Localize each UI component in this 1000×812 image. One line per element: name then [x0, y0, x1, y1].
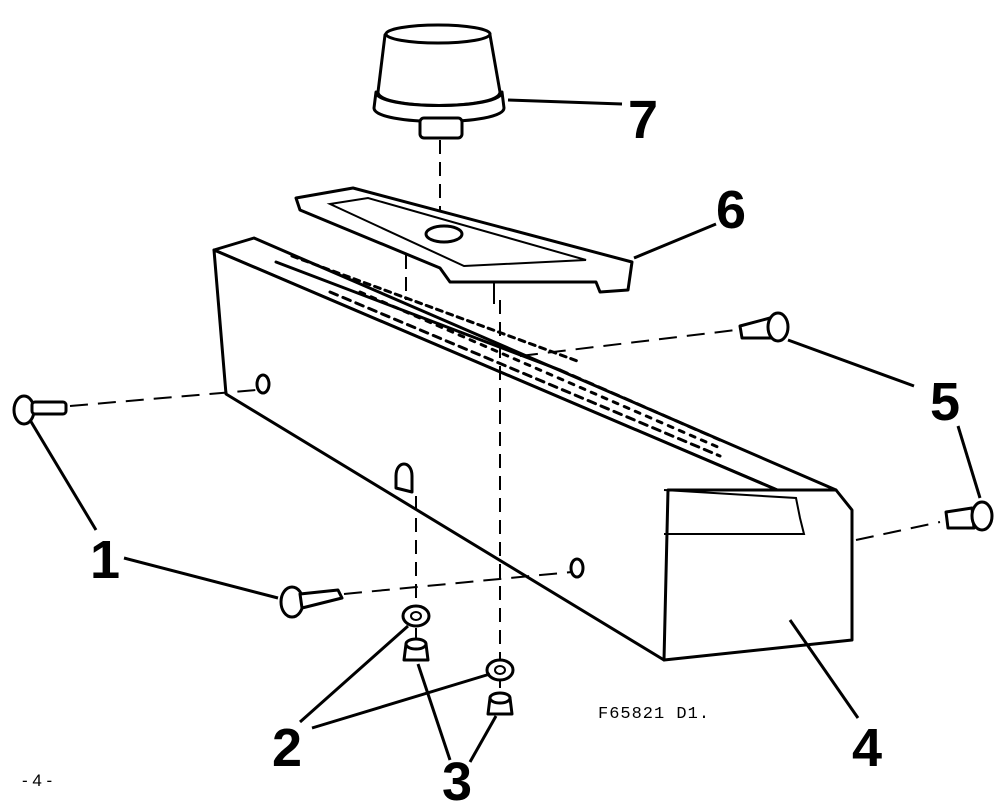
vent-slots: [274, 254, 722, 458]
part-7-knob: [372, 23, 506, 140]
part-5-screw-upper: [738, 311, 790, 343]
drawing-code: F65821 D1.: [598, 705, 710, 724]
callout-1: 1: [90, 530, 120, 590]
callout-6: 6: [716, 180, 746, 240]
axis-screw-1-lower: [343, 571, 573, 595]
part-1-screw-lower: [279, 585, 344, 619]
axis-screw-5-lower: [855, 521, 941, 541]
part-6-bracket: [294, 186, 634, 304]
callout-3: 3: [442, 752, 472, 812]
part-2-washer-right: [485, 658, 515, 682]
axis-screw-1-upper: [69, 389, 257, 407]
part-5-screw-lower: [944, 500, 994, 532]
part-2-washer-left: [401, 604, 431, 628]
part-3-nut-left: [402, 637, 430, 662]
callout-4: 4: [852, 718, 882, 778]
callout-7: 7: [628, 90, 658, 150]
page-number: - 4 -: [22, 771, 52, 790]
callout-5: 5: [930, 372, 960, 432]
part-3-nut-right: [486, 691, 514, 716]
callout-2: 2: [272, 718, 302, 778]
part-4-housing: [212, 236, 854, 662]
leader-lines: [28, 98, 982, 763]
part-1-screw-upper: [12, 394, 68, 426]
axis-screw-5-upper: [519, 329, 737, 357]
